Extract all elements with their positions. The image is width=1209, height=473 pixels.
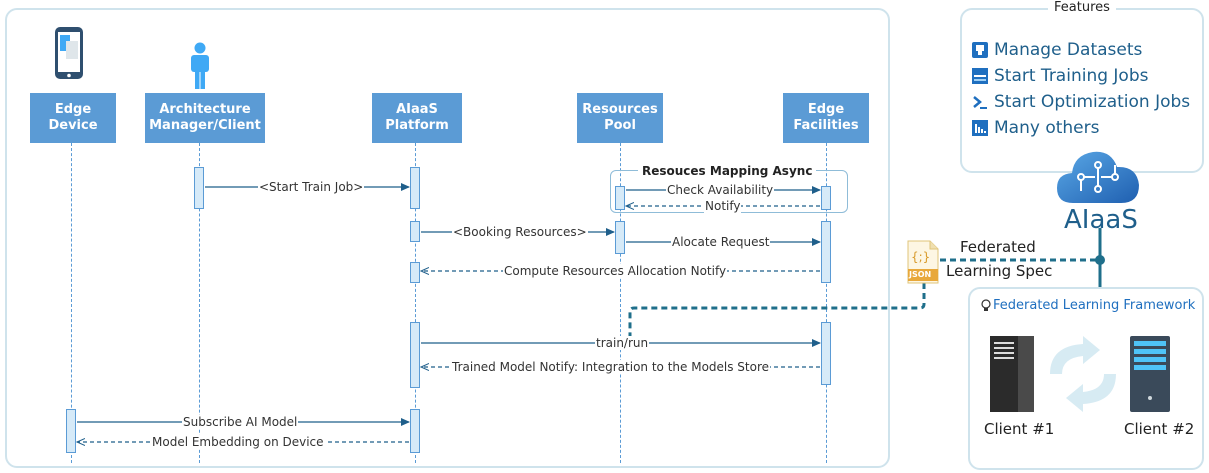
sync-arrows-icon [1040,336,1126,412]
lightbulb-icon [981,298,991,313]
chart-icon [972,120,988,136]
feature-label: Start Training Jobs [994,66,1149,86]
feature-label: Start Optimization Jobs [994,92,1191,112]
resource-mapping-title: Resouces Mapping Async [638,164,817,178]
activation-bar [821,221,831,283]
msg-subscribe-ai-model: Subscribe AI Model [182,415,299,429]
smartphone-icon [54,26,84,80]
server-icon-client-1 [990,336,1034,412]
lifeline-edge-device [71,143,72,463]
actor-aiaas-platform: AIaaS Platform [372,93,462,143]
msg-compute-allocation-notify: Compute Resources Allocation Notify [503,264,728,278]
activation-bar [821,186,831,210]
activation-bar [410,262,420,283]
feature-manage-datasets: Manage Datasets [972,40,1142,60]
activation-bar [615,186,625,210]
spec-label-line1: Federated [958,238,1038,256]
training-icon [972,68,988,84]
client-1-label: Client #1 [984,420,1055,438]
actor-edge-facilities: Edge Facilities [783,93,869,143]
feature-label: Manage Datasets [994,40,1143,60]
person-icon [188,42,212,90]
activation-bar [66,409,76,453]
spec-label-line2: Learning Spec [944,262,1055,280]
json-file-glyph: {;} [911,250,931,264]
lifeline-edge-facilities [826,143,827,463]
lifeline-resources-pool [620,143,621,463]
activation-bar [410,322,420,388]
msg-trained-model-notify: Trained Model Notify: Integration to the… [451,360,771,374]
msg-notify: Notify [704,199,742,213]
actor-edge-device: Edge Device [30,93,116,143]
msg-start-train-job: <Start Train Job> [258,180,365,194]
msg-check-availability: Check Availability [666,183,775,197]
activation-bar [821,322,831,385]
spec-to-train-connector [628,283,926,338]
aiaas-logo-label: AIaaS [1064,205,1138,235]
framework-title-text: Federated Learning Framework [993,298,1196,313]
features-title: Features [1048,0,1116,15]
actor-architecture-manager: Architecture Manager/Client [145,93,265,143]
activation-bar [410,409,420,453]
activation-bar [410,221,420,242]
framework-title: Federated Learning Framework [981,298,1195,313]
client-2-label: Client #2 [1124,420,1195,438]
msg-train-run: train/run [595,336,650,350]
activation-bar [615,221,625,254]
lifeline-aiaas-platform [415,143,416,463]
json-file-icon [906,240,940,284]
msg-model-embedding: Model Embedding on Device [151,435,325,449]
feature-start-optimization-jobs: Start Optimization Jobs [972,92,1190,112]
feature-start-training-jobs: Start Training Jobs [972,66,1148,86]
msg-booking-resources: <Booking Resources> [452,225,588,239]
lifeline-architecture-manager [199,143,200,463]
msg-alocate-request: Alocate Request [671,235,771,249]
activation-bar [194,167,204,209]
server-icon-client-2 [1130,336,1170,412]
actor-resources-pool: Resources Pool [577,93,663,143]
json-file-badge: JSON [909,270,932,279]
dataset-icon [972,42,988,58]
feature-label: Many others [994,118,1100,138]
aiaas-cloud-icon [1053,143,1143,207]
feature-many-others: Many others [972,118,1099,138]
terminal-icon [972,94,988,110]
activation-bar [410,167,420,209]
